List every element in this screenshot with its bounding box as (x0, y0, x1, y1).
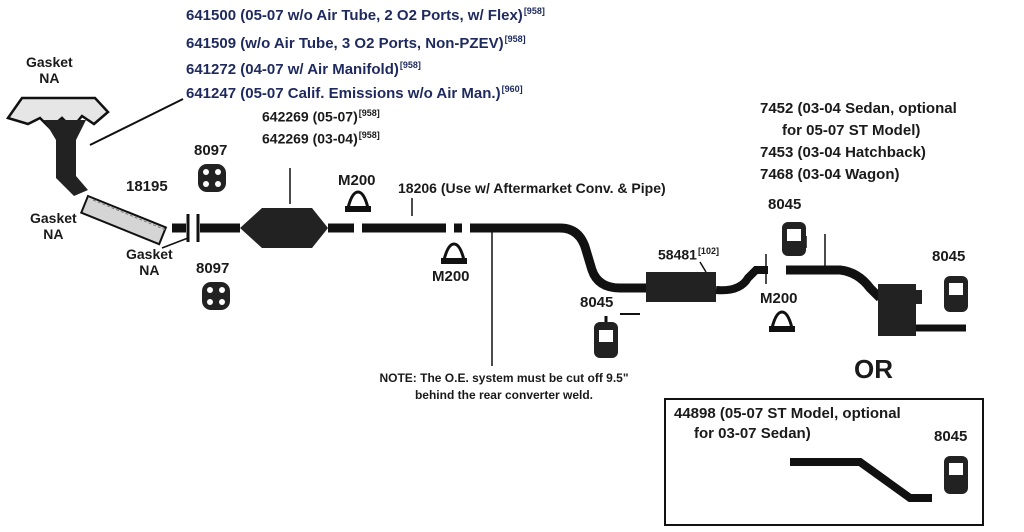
clamp-lower-label: M200 (432, 268, 470, 285)
gasket-label-top: Gasket NA (26, 54, 73, 86)
header-part-1: 641500 (186, 7, 237, 24)
muffler-line-1: 7452 (03-04 Sedan, optional (760, 100, 957, 117)
clamp-upper-label: M200 (338, 172, 376, 189)
alt-box-line-2: for 03-07 Sedan) (694, 425, 811, 442)
gasket-markers (161, 214, 200, 249)
note-line-2: behind the rear converter weld. (414, 388, 594, 402)
header-ref-3: [958] (399, 60, 421, 70)
converter-line-2: 642269 (03-04)[958] (262, 130, 380, 147)
muffler-assembly (786, 234, 966, 336)
clamp-right-label: M200 (760, 290, 798, 307)
resonator-part: 58481 (658, 246, 697, 263)
gasket-mid-line1: Gasket (30, 210, 77, 226)
flex-pipe-label: 18195 (126, 178, 168, 195)
alt-tailpipe-44898 (790, 456, 968, 502)
alternative-box: 44898 (05-07 ST Model, optional for 03-0… (664, 398, 984, 526)
header-ref-4: [960] (501, 84, 523, 94)
hanger-left-label: 8045 (580, 294, 614, 311)
resonator-label: 58481[102] (658, 246, 719, 263)
note: NOTE: The O.E. system must be cut off 9.… (344, 370, 664, 404)
header-ref-2: [958] (504, 34, 526, 44)
alt-box-line-1: 44898 (05-07 ST Model, optional (674, 405, 901, 422)
bolt-bottom-label: 8097 (196, 260, 230, 277)
clamp-m200-lower-shape (441, 242, 467, 264)
pipe-18206-label: 18206 (Use w/ Aftermarket Conv. & Pipe) (398, 180, 666, 196)
converter-part-2: 642269 (262, 130, 309, 147)
header-line-3: 641272 (04-07 w/ Air Manifold)[958] (186, 60, 421, 78)
gasket-label-low: Gasket NA (126, 246, 173, 278)
intermediate-pipe (362, 198, 646, 366)
hanger-mid-label: 8045 (768, 196, 802, 213)
gasket-label-mid: Gasket NA (30, 210, 77, 242)
hanger-8045-left-shape (594, 313, 640, 358)
converter-ref-1: [958] (358, 108, 380, 118)
converter-line-1: 642269 (05-07)[958] (262, 108, 380, 125)
header-desc-3: (04-07 w/ Air Manifold) (240, 61, 399, 78)
header-desc-1: (05-07 w/o Air Tube, 2 O2 Ports, w/ Flex… (240, 7, 523, 24)
muffler-lines: 7452 (03-04 Sedan, optional for 05-07 ST… (760, 98, 957, 186)
muffler-line-4: 7468 (03-04 Wagon) (760, 166, 900, 183)
hanger-8045-right-shape (944, 276, 968, 312)
hanger-right-label: 8045 (932, 248, 966, 265)
note-line-1: NOTE: The O.E. system must be cut off 9.… (379, 371, 629, 385)
bolt-top-label: 8097 (194, 142, 228, 159)
header-desc-2: (w/o Air Tube, 3 O2 Ports, Non-PZEV) (240, 35, 504, 52)
header-line-2: 641509 (w/o Air Tube, 3 O2 Ports, Non-PZ… (186, 34, 526, 52)
converter-ref-2: [958] (358, 130, 380, 140)
bolt-8097-bottom-shape (202, 282, 230, 310)
clamp-m200-upper-shape (345, 190, 371, 212)
hanger-8045-mid-shape (782, 222, 806, 256)
catalytic-converter (200, 168, 354, 248)
header-desc-4: (05-07 Calif. Emissions w/o Air Man.) (240, 85, 501, 102)
gasket-top-line1: Gasket (26, 54, 73, 70)
converter-desc-2: (03-04) (312, 130, 358, 147)
header-part-3: 641272 (186, 61, 237, 78)
muffler-line-3: 7453 (03-04 Hatchback) (760, 144, 926, 161)
or-label: OR (854, 354, 893, 384)
converter-part-1: 642269 (262, 108, 309, 125)
converter-desc-1: (05-07) (312, 108, 358, 125)
gasket-low-line2: NA (139, 262, 160, 278)
header-line-4: 641247 (05-07 Calif. Emissions w/o Air M… (186, 84, 523, 102)
resonator-ref: [102] (697, 246, 719, 256)
header-part-2: 641509 (186, 35, 237, 52)
gasket-top-line2: NA (39, 70, 60, 86)
resonator-58481 (646, 254, 768, 302)
clamp-m200-right-shape (769, 310, 795, 332)
header-part-4: 641247 (186, 85, 237, 102)
muffler-line-2: for 05-07 ST Model) (782, 122, 921, 139)
alt-box-text: 44898 (05-07 ST Model, optional for 03-0… (674, 404, 901, 444)
exhaust-manifold (5, 96, 184, 196)
hanger-box-label: 8045 (934, 428, 968, 445)
bolt-8097-top-shape (198, 164, 226, 192)
gasket-low-line1: Gasket (126, 246, 173, 262)
flex-pipe-18195 (79, 194, 186, 246)
gasket-mid-line2: NA (43, 226, 64, 242)
header-line-1: 641500 (05-07 w/o Air Tube, 2 O2 Ports, … (186, 6, 545, 24)
header-ref-1: [958] (523, 6, 545, 16)
